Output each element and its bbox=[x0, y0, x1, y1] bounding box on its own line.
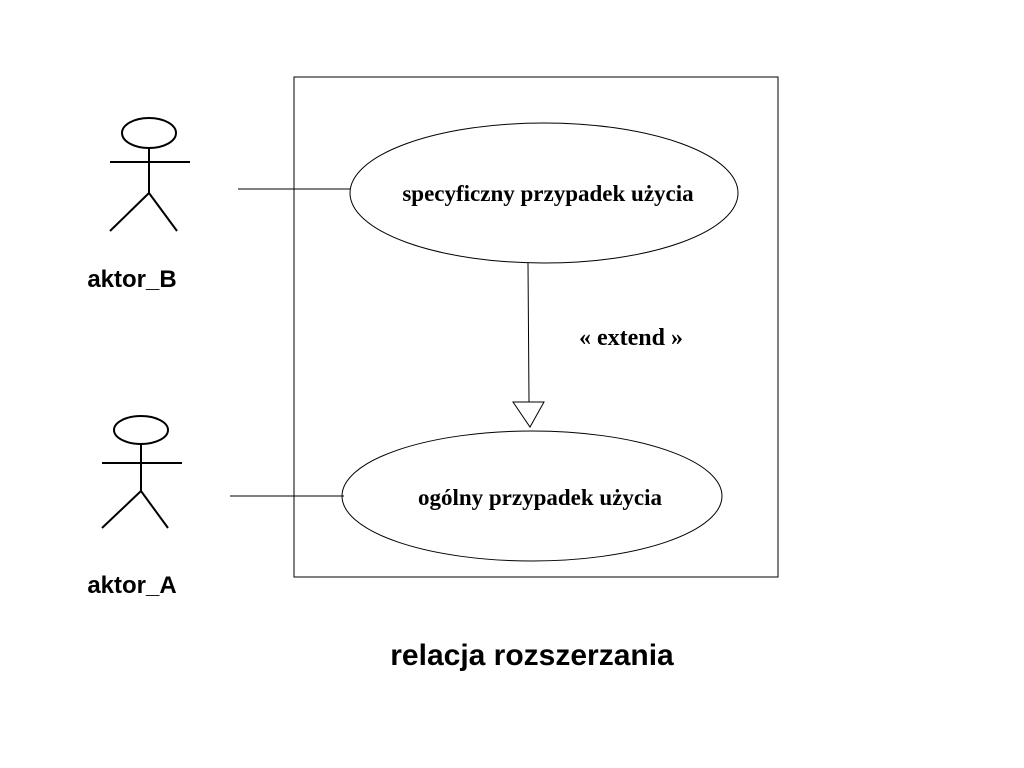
actor-b-label: aktor_B bbox=[87, 266, 176, 293]
actor-a-right-leg bbox=[140, 490, 169, 529]
extend-arrow-head bbox=[512, 401, 545, 428]
actor-a: aktor_A bbox=[87, 415, 182, 599]
actor-b: aktor_B bbox=[87, 117, 190, 293]
actor-b-left-leg bbox=[109, 192, 150, 232]
use-case-specific: specyficzny przypadek użycia bbox=[349, 122, 739, 264]
use-case-general: ogólny przypadek użycia bbox=[341, 430, 723, 562]
actor-b-head bbox=[121, 117, 177, 149]
use-case-specific-ellipse bbox=[349, 122, 739, 264]
diagram-caption: relacja rozszerzania bbox=[390, 639, 674, 672]
system-boundary bbox=[293, 76, 779, 578]
use-case-specific-label: specyficzny przypadek użycia bbox=[402, 181, 694, 206]
actor-b-right-leg bbox=[148, 192, 178, 232]
actor-a-label: aktor_A bbox=[87, 572, 176, 599]
actor-a-head bbox=[113, 415, 169, 445]
use-case-general-label: ogólny przypadek użycia bbox=[418, 485, 663, 510]
extend-arrow-line bbox=[527, 262, 530, 403]
use-case-general-ellipse bbox=[341, 430, 723, 562]
actor-a-left-leg bbox=[101, 490, 142, 529]
extend-relation: « extend » bbox=[512, 262, 683, 428]
extend-stereotype-label: « extend » bbox=[579, 325, 683, 351]
